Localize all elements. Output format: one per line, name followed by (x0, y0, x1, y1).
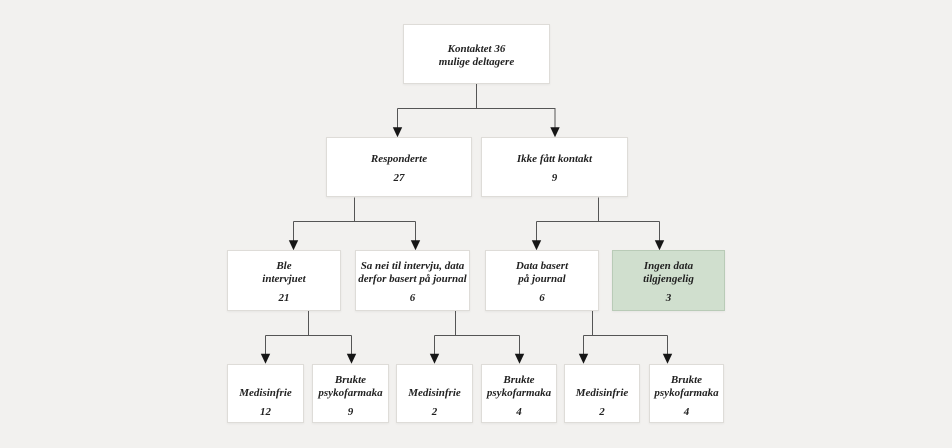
arrowhead (346, 353, 357, 364)
node-contacted: Kontaktet 36 mulige deltagere (403, 24, 550, 84)
node-medfree-2-label: Medisinfrie (408, 387, 461, 399)
node-journal-data-label: Data basert på journal (515, 260, 569, 285)
node-no-data-value: 3 (665, 292, 672, 304)
node-journal-data-value: 6 (539, 292, 545, 304)
arrowhead (410, 240, 421, 251)
node-meds-3-value: 4 (683, 406, 690, 418)
arrowhead (578, 353, 589, 364)
arrowhead (531, 240, 542, 251)
node-no-contact-value: 9 (551, 172, 558, 184)
node-interviewed-value: 21 (278, 292, 290, 304)
node-medfree-1-label: Medisinfrie (239, 387, 292, 399)
node-journal-data: Data basert på journal 6 (485, 250, 599, 311)
node-interviewed-label: Ble intervjuet (262, 260, 306, 285)
connector-interviewed-split (265, 310, 352, 356)
arrowhead (514, 353, 525, 364)
node-meds-2: Brukte psykofarmaka 4 (481, 364, 557, 423)
arrowhead (654, 240, 665, 251)
node-medfree-2: Medisinfrie 2 (396, 364, 473, 423)
node-medfree-1: Medisinfrie 12 (227, 364, 304, 423)
connector-contacted-split (397, 84, 556, 129)
node-responded: Responderte 27 (326, 137, 472, 197)
arrowhead (392, 127, 403, 138)
node-declined-value: 6 (409, 292, 416, 304)
node-declined: Sa nei til intervju, data derfor basert … (355, 250, 470, 311)
node-medfree-3: Medisinfrie 2 (564, 364, 640, 423)
node-medfree-3-value: 2 (599, 406, 605, 418)
connector-declined-split (434, 310, 520, 356)
node-interviewed: Ble intervjuet 21 (227, 250, 341, 311)
node-meds-3-label: Brukte psykofarmaka (654, 374, 719, 399)
node-meds-1-label: Brukte psykofarmaka (318, 374, 383, 399)
node-medfree-3-label: Medisinfrie (575, 387, 629, 399)
node-medfree-1-value: 12 (260, 406, 271, 418)
node-meds-3: Brukte psykofarmaka 4 (649, 364, 724, 423)
node-declined-label: Sa nei til intervju, data derfor basert … (358, 260, 467, 285)
node-responded-value: 27 (393, 172, 405, 184)
node-no-contact: Ikke fått kontakt 9 (481, 137, 628, 197)
connector-journal-split (583, 310, 668, 356)
node-medfree-2-value: 2 (431, 406, 438, 418)
arrowhead (260, 353, 271, 364)
arrowhead (429, 353, 440, 364)
node-no-contact-label: Ikke fått kontakt (516, 153, 593, 165)
node-meds-1: Brukte psykofarmaka 9 (312, 364, 389, 423)
node-contacted-label: Kontaktet 36 mulige deltagere (438, 43, 515, 68)
node-responded-label: Responderte (370, 153, 428, 165)
node-meds-2-value: 4 (516, 406, 522, 418)
arrowhead (662, 353, 673, 364)
arrowhead (550, 127, 560, 138)
connector-nocontact-split (536, 197, 660, 242)
node-meds-2-label: Brukte psykofarmaka (486, 374, 552, 399)
arrowhead (288, 240, 299, 251)
node-no-data: Ingen data tilgjengelig 3 (612, 250, 725, 311)
node-no-data-label: Ingen data tilgjengelig (643, 260, 694, 285)
connector-responded-split (293, 197, 416, 242)
node-meds-1-value: 9 (347, 406, 354, 418)
